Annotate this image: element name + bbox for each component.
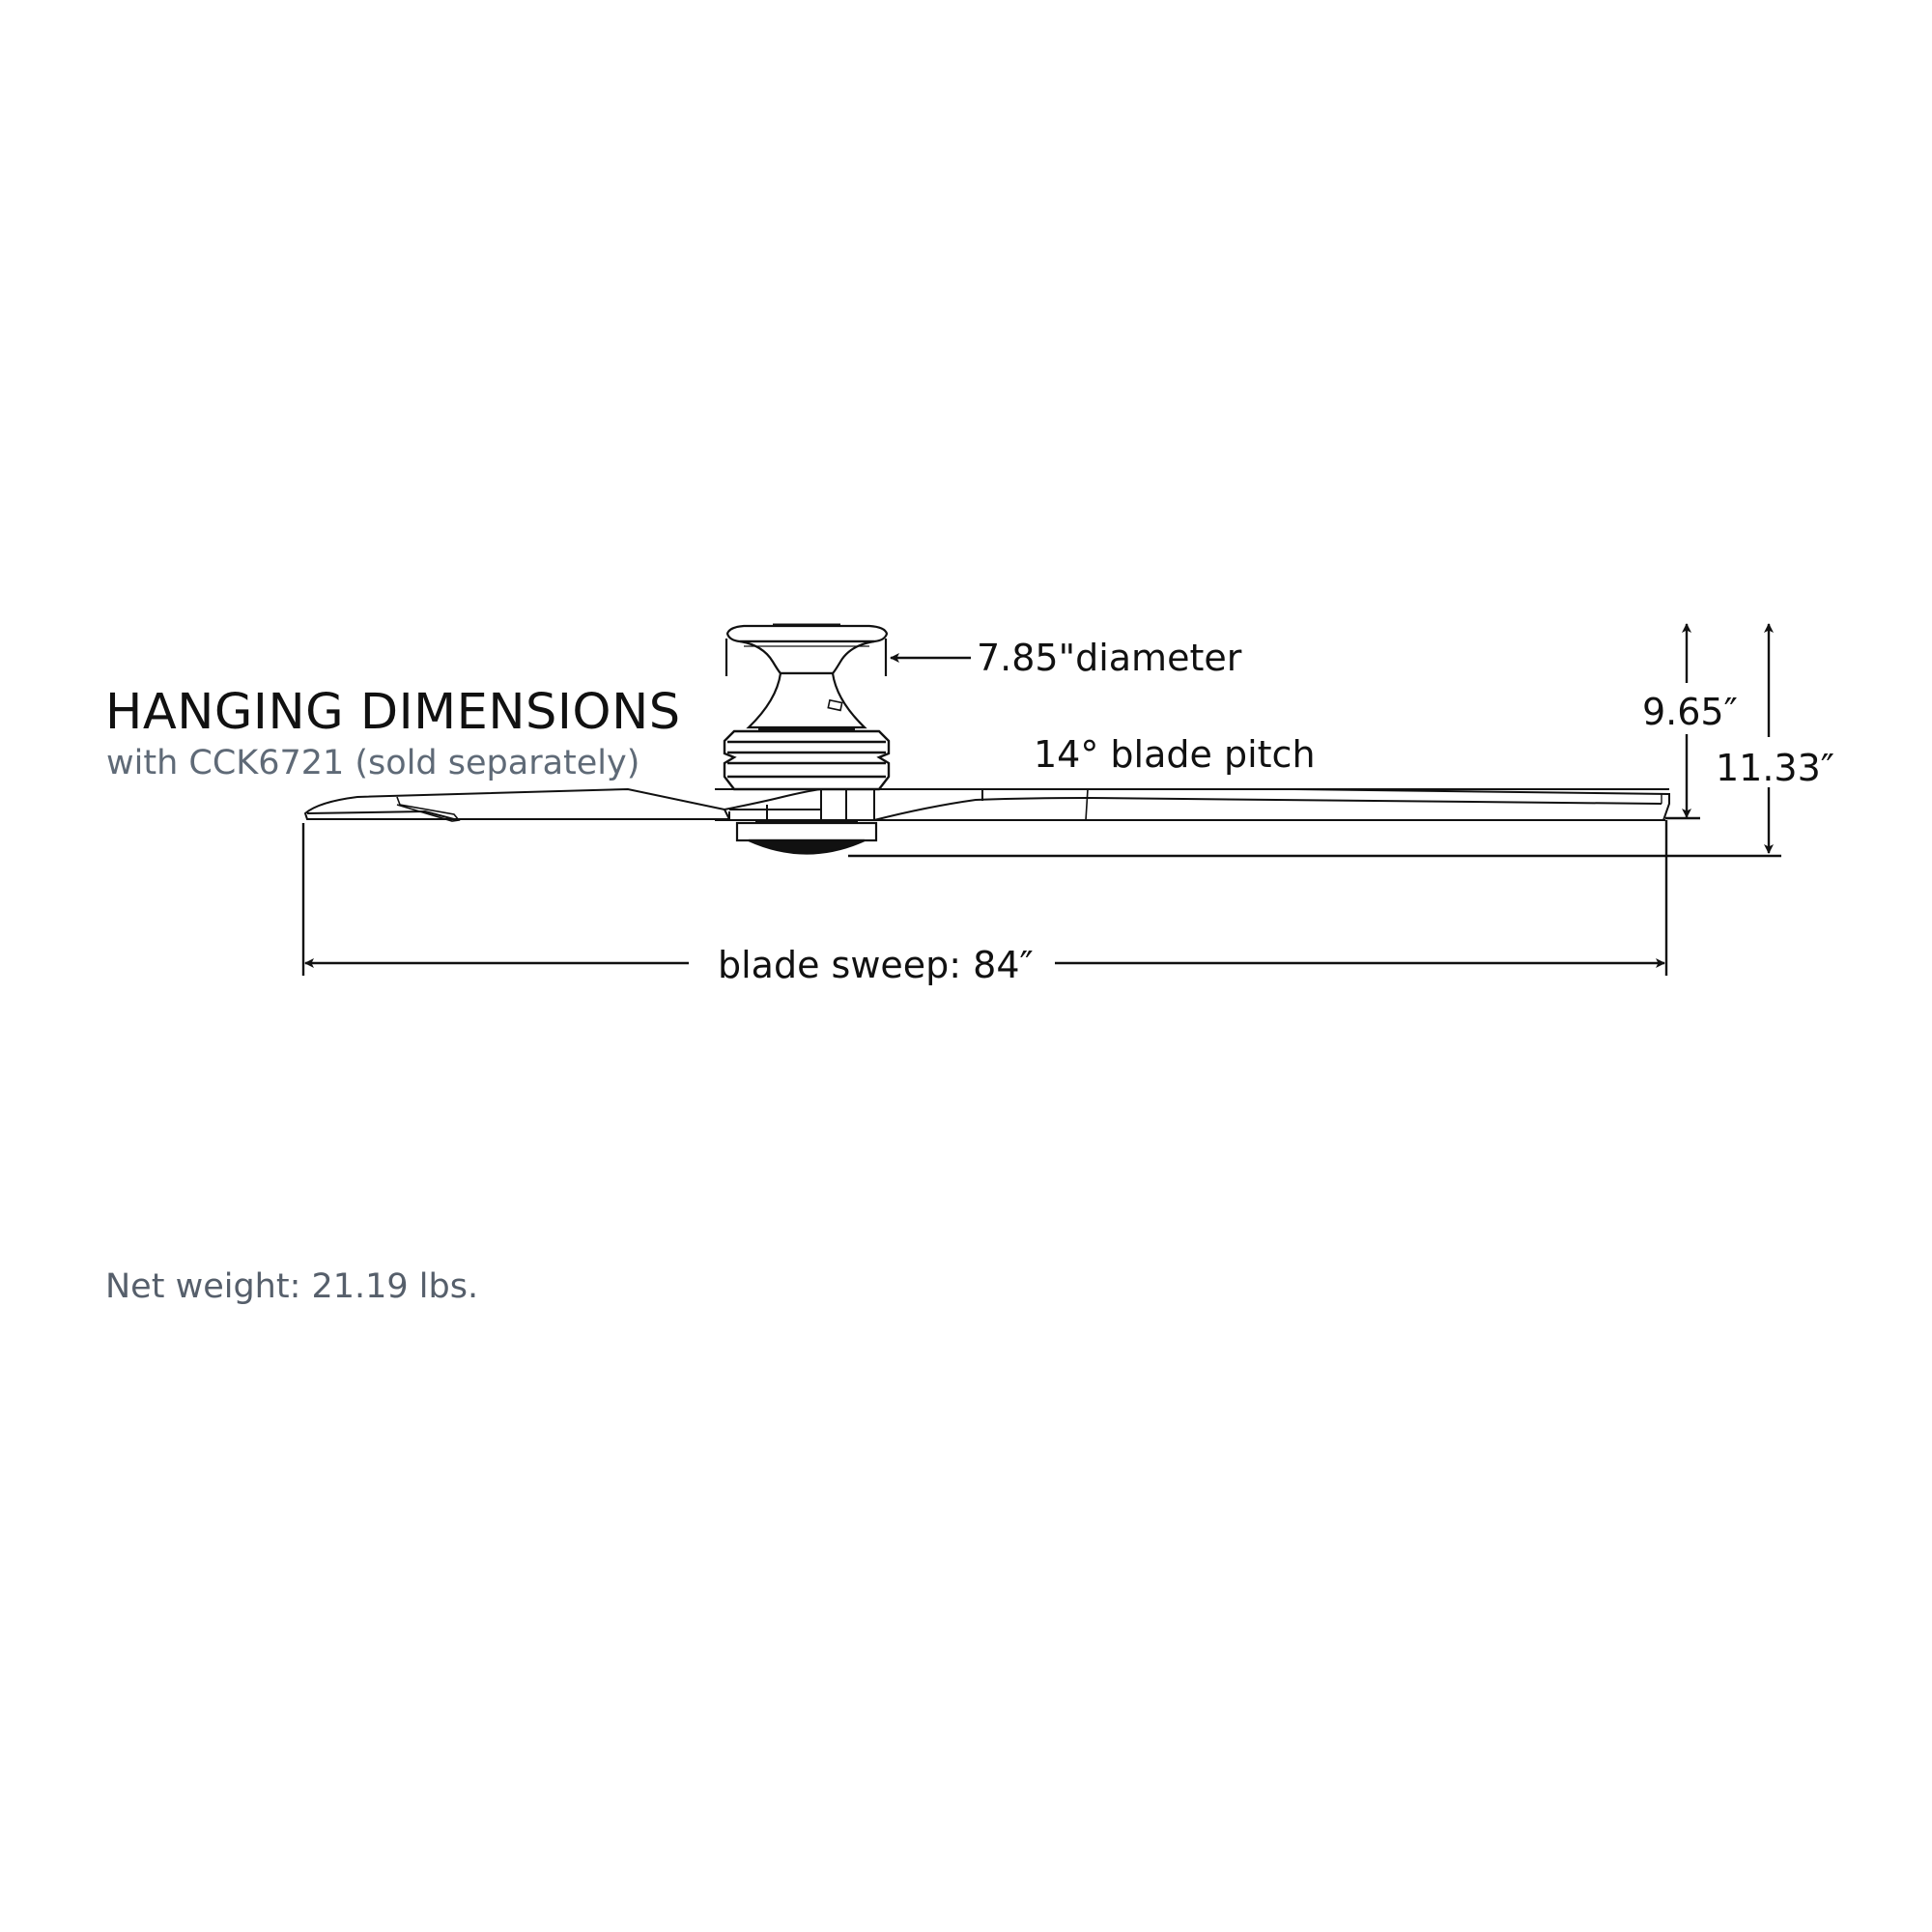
canopy-icon xyxy=(724,623,889,729)
page-title: HANGING DIMENSIONS xyxy=(105,684,681,741)
blade-sweep-label: blade sweep: 84″ xyxy=(712,947,1039,983)
height-short-label: 9.65″ xyxy=(1642,691,1738,733)
page-subtitle: with CCK6721 (sold separately) xyxy=(106,744,640,782)
height-tall-label: 11.33″ xyxy=(1716,747,1834,789)
blade-pitch-label: 14° blade pitch xyxy=(1034,733,1316,776)
net-weight-label: Net weight: 21.19 lbs. xyxy=(105,1267,479,1306)
height-arrows-icon xyxy=(848,623,1781,858)
fan-blades-icon xyxy=(303,787,1670,822)
blade-sweep-arrows-icon xyxy=(301,820,1668,976)
canopy-diameter-label: 7.85"diameter xyxy=(977,637,1242,679)
light-kit-icon xyxy=(735,819,878,855)
motor-housing-icon xyxy=(723,727,891,791)
